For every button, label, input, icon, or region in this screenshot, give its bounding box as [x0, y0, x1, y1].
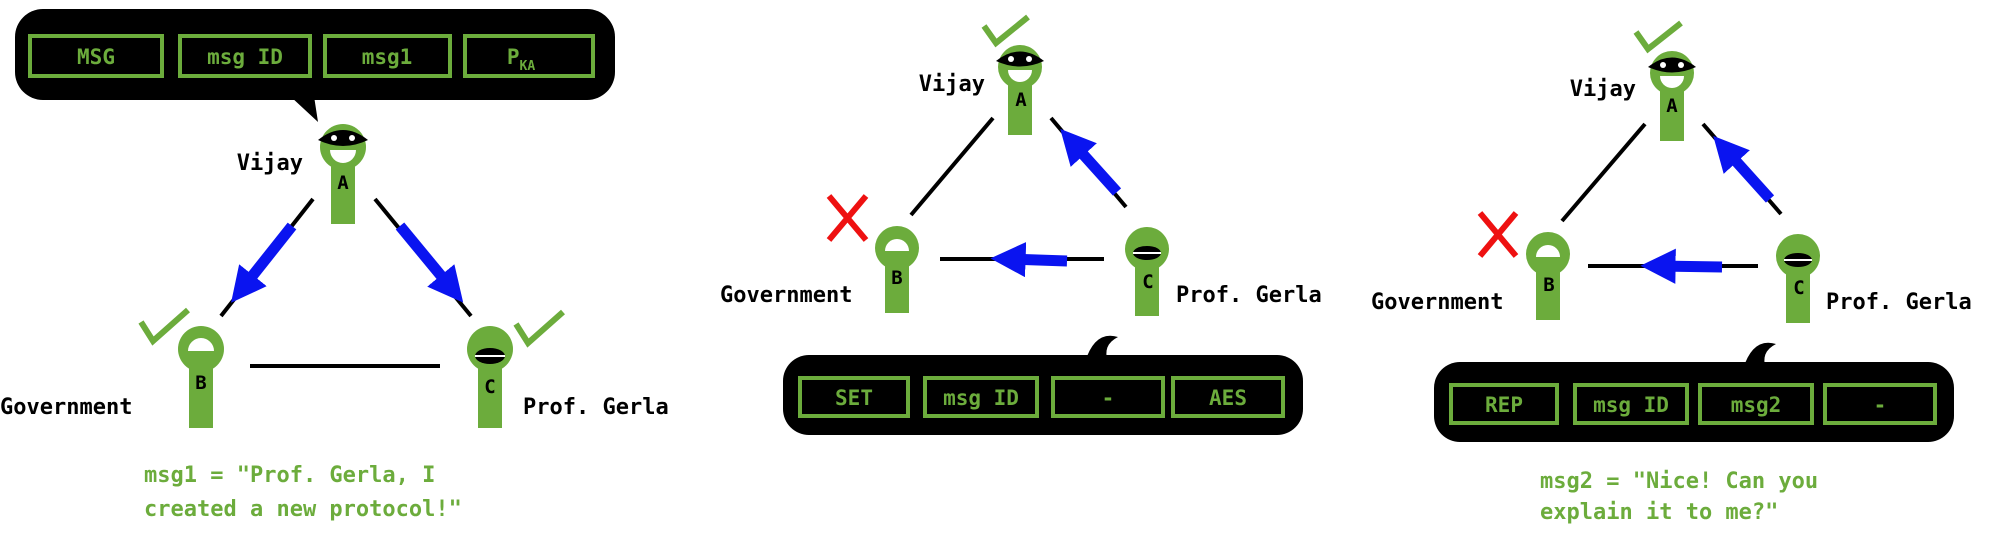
node-letter: B — [1543, 274, 1554, 296]
bubble-field-1: REP — [1449, 383, 1559, 425]
node-name: Prof. Gerla — [1176, 283, 1322, 308]
caption-line: explain it to me?" — [1540, 500, 1778, 525]
node-name: Vijay — [237, 151, 303, 176]
caption-line: msg2 = "Nice! Can you — [1540, 469, 1818, 494]
node-letter: A — [1666, 95, 1678, 117]
node-letter: C — [484, 376, 495, 398]
cross-icon — [1477, 211, 1519, 258]
node-name: Government — [720, 283, 852, 308]
check-icon — [138, 307, 190, 346]
node-b: B Government — [720, 194, 919, 313]
node-c: C Prof. Gerla — [1125, 227, 1322, 316]
bubble-field-3: - — [1051, 376, 1165, 418]
bubble-field-1: MSG — [28, 34, 164, 78]
panel-2: A Vijay B Government C Prof. Gerla — [720, 14, 1322, 435]
caption-1: msg1 = "Prof. Gerla, I created a new pro… — [144, 463, 462, 522]
node-c: C Prof. Gerla — [467, 309, 669, 428]
node-b: B Government — [1371, 211, 1570, 320]
caption-line: msg1 = "Prof. Gerla, I — [144, 463, 435, 488]
node-a: A Vijay — [1570, 20, 1696, 141]
bubble-field-label: SET — [835, 386, 873, 410]
bubble-field-2: msg ID — [923, 376, 1039, 418]
bubble-field-label: msg ID — [943, 386, 1019, 410]
node-letter: B — [891, 267, 902, 289]
node-letter: C — [1793, 277, 1804, 299]
speech-bubble-2: SET msg ID - AES — [783, 335, 1303, 435]
node-letter: C — [1142, 271, 1153, 293]
caption-3: msg2 = "Nice! Can you explain it to me?" — [1540, 469, 1818, 525]
bubble-field-label: msg ID — [1593, 393, 1669, 417]
bubble-field-label: REP — [1485, 393, 1523, 417]
bubble-field-label: - — [1102, 386, 1115, 410]
arrow-a-to-c — [395, 222, 464, 303]
check-icon — [981, 14, 1030, 48]
node-letter: B — [195, 372, 206, 394]
mask-icon — [318, 130, 368, 146]
bubble-field-label: - — [1874, 393, 1887, 417]
check-icon — [513, 309, 565, 348]
panel-3: A Vijay B Government C Prof. Gerla — [1371, 20, 1972, 525]
node-b: B Government — [0, 307, 224, 428]
node-name: Prof. Gerla — [523, 395, 669, 420]
arrow-c-to-a — [1060, 128, 1122, 196]
caption-line: created a new protocol!" — [144, 497, 462, 522]
bubble-field-4: - — [1823, 383, 1937, 425]
node-a: A Vijay — [237, 124, 368, 224]
arrow-c-to-a — [1713, 135, 1775, 203]
mask-icon — [1648, 57, 1696, 73]
bubble-field-4: PKA — [463, 34, 595, 78]
bubble-field-label: AES — [1209, 386, 1247, 410]
speech-bubble-3: REP msg ID msg2 - — [1434, 342, 1954, 442]
node-name: Vijay — [919, 72, 985, 97]
node-name: Government — [0, 395, 132, 420]
node-name: Government — [1371, 290, 1503, 315]
speech-bubble-1: MSG msg ID msg1 PKA — [15, 9, 615, 122]
bubble-field-label: PKA — [507, 45, 535, 74]
node-a: A Vijay — [919, 14, 1044, 135]
node-letter: A — [1015, 89, 1027, 111]
bubble-field-3: msg2 — [1698, 383, 1814, 425]
edge-a-b — [1560, 122, 1647, 223]
panel-1: MSG msg ID msg1 PKA — [0, 9, 669, 522]
node-letter: A — [337, 172, 349, 194]
bubble-field-2: msg ID — [178, 34, 312, 78]
arrow-a-to-b — [231, 222, 297, 303]
bubble-field-label: msg1 — [362, 45, 413, 69]
node-name: Vijay — [1570, 77, 1636, 102]
check-icon — [1633, 20, 1683, 54]
bubble-field-3: msg1 — [323, 34, 452, 78]
edge-a-b — [909, 116, 995, 217]
bubble-field-label: msg ID — [207, 45, 283, 69]
cross-icon — [826, 194, 869, 242]
mask-icon — [996, 51, 1044, 67]
bubble-field-label: msg2 — [1731, 393, 1782, 417]
arrow-c-to-b — [990, 242, 1068, 278]
bubble-field-4: AES — [1171, 376, 1285, 418]
bubble-field-2: msg ID — [1573, 383, 1689, 425]
bubble-field-label: MSG — [77, 45, 115, 69]
node-c: C Prof. Gerla — [1776, 234, 1972, 323]
bubble-field-1: SET — [798, 376, 910, 418]
node-name: Prof. Gerla — [1826, 290, 1972, 315]
arrow-c-to-b — [1640, 248, 1723, 284]
